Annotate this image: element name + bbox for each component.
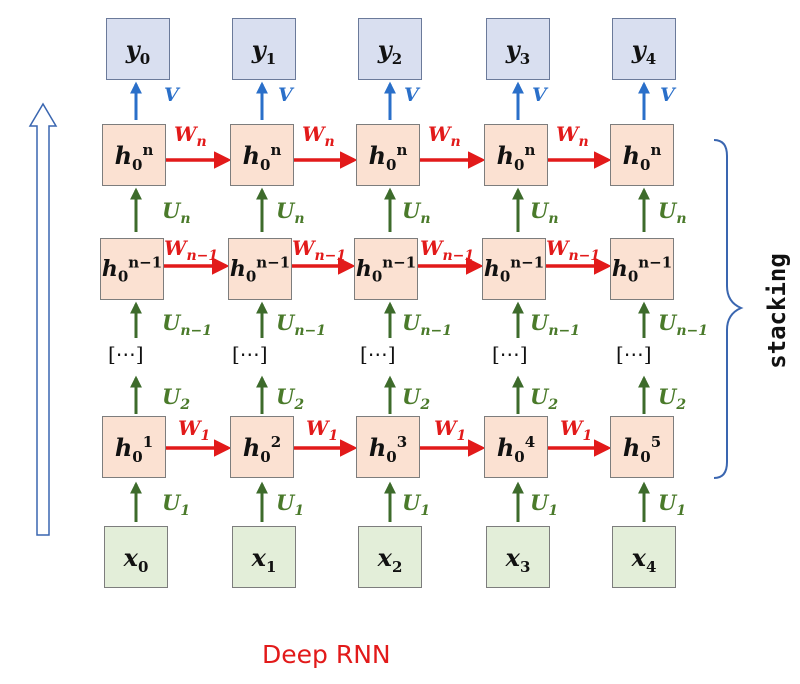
input-weight-label: U2 bbox=[658, 384, 687, 414]
input-box-x1: x1 bbox=[232, 526, 296, 588]
ellipsis-layer: [⋯] bbox=[360, 342, 396, 366]
input-weight-label: Un bbox=[530, 198, 559, 228]
input-weight-label: U1 bbox=[276, 490, 305, 520]
input-weight-label: Un bbox=[402, 198, 431, 228]
input-weight-label: U2 bbox=[162, 384, 191, 414]
input-weight-label: U1 bbox=[658, 490, 687, 520]
input-weight-label: U1 bbox=[402, 490, 431, 520]
recurrent-weight-label: Wn bbox=[302, 122, 335, 150]
hidden-box-layer-1: h02 bbox=[230, 416, 294, 478]
input-symbol-x3: x3 bbox=[505, 542, 531, 576]
hidden-box-layer-1: h05 bbox=[610, 416, 674, 478]
hidden-symbol: h0n−1 bbox=[611, 253, 673, 286]
hidden-box-layer-n: h0n bbox=[356, 124, 420, 186]
hidden-symbol: h0n bbox=[622, 140, 662, 174]
input-weight-label: Un−1 bbox=[530, 310, 580, 340]
output-box-y1: y1 bbox=[232, 18, 296, 80]
stacking-brace bbox=[713, 139, 744, 479]
recurrent-weight-label: Wn−1 bbox=[292, 236, 347, 264]
input-weight-label: U2 bbox=[530, 384, 559, 414]
recurrent-weight-label: Wn−1 bbox=[420, 236, 475, 264]
output-weight-label: V bbox=[660, 84, 675, 106]
input-box-x3: x3 bbox=[486, 526, 550, 588]
recurrent-weight-label: Wn bbox=[174, 122, 207, 150]
input-weight-label: U2 bbox=[276, 384, 305, 414]
output-symbol-y4: y4 bbox=[631, 34, 657, 68]
output-weight-label: V bbox=[532, 84, 547, 106]
input-weight-label: U1 bbox=[530, 490, 559, 520]
hidden-symbol: h01 bbox=[114, 432, 154, 466]
input-weight-label: U1 bbox=[162, 490, 191, 520]
hidden-box-layer-1: h03 bbox=[356, 416, 420, 478]
ellipsis-layer: [⋯] bbox=[232, 342, 268, 366]
hidden-symbol: h03 bbox=[368, 432, 408, 466]
output-box-y4: y4 bbox=[612, 18, 676, 80]
input-weight-label: Un−1 bbox=[402, 310, 452, 340]
recurrent-weight-label: W1 bbox=[306, 416, 339, 444]
input-weight-label: Un bbox=[658, 198, 687, 228]
hidden-symbol: h0n bbox=[114, 140, 154, 174]
hidden-symbol: h0n−1 bbox=[355, 253, 417, 286]
recurrent-weight-label: Wn bbox=[556, 122, 589, 150]
output-weight-label: V bbox=[278, 84, 293, 106]
output-symbol-y2: y2 bbox=[377, 34, 403, 68]
hidden-box-layer-n: h0n bbox=[230, 124, 294, 186]
recurrent-weight-label: Wn bbox=[428, 122, 461, 150]
hidden-box-layer-n-minus-1: h0n−1 bbox=[482, 238, 546, 300]
ellipsis-layer: [⋯] bbox=[616, 342, 652, 366]
recurrent-weight-label: Wn−1 bbox=[164, 236, 219, 264]
recurrent-weight-label: W1 bbox=[560, 416, 593, 444]
stacking-label: stacking bbox=[763, 253, 791, 369]
hidden-box-layer-1: h01 bbox=[102, 416, 166, 478]
hidden-symbol: h02 bbox=[242, 432, 282, 466]
hidden-box-layer-n-minus-1: h0n−1 bbox=[228, 238, 292, 300]
input-box-x2: x2 bbox=[358, 526, 422, 588]
hidden-symbol: h05 bbox=[622, 432, 662, 466]
recurrent-weight-label: W1 bbox=[434, 416, 467, 444]
input-symbol-x2: x2 bbox=[377, 542, 403, 576]
hidden-box-layer-1: h04 bbox=[484, 416, 548, 478]
hidden-symbol: h0n bbox=[496, 140, 536, 174]
input-weight-label: Un bbox=[162, 198, 191, 228]
ellipsis-layer: [⋯] bbox=[492, 342, 528, 366]
ellipsis-layer: [⋯] bbox=[108, 342, 144, 366]
input-weight-label: Un−1 bbox=[162, 310, 212, 340]
hidden-symbol: h0n−1 bbox=[229, 253, 291, 286]
input-weight-label: Un−1 bbox=[276, 310, 326, 340]
output-box-y3: y3 bbox=[486, 18, 550, 80]
hidden-box-layer-n-minus-1: h0n−1 bbox=[354, 238, 418, 300]
diagram-caption: Deep RNN bbox=[262, 640, 391, 669]
hidden-symbol: h0n bbox=[242, 140, 282, 174]
recurrent-weight-label: Wn−1 bbox=[546, 236, 601, 264]
input-weight-label: Un bbox=[276, 198, 305, 228]
depth-direction-arrow bbox=[28, 102, 58, 536]
input-symbol-x1: x1 bbox=[251, 542, 277, 576]
output-box-y0: y0 bbox=[106, 18, 170, 80]
hidden-box-layer-n: h0n bbox=[102, 124, 166, 186]
output-box-y2: y2 bbox=[358, 18, 422, 80]
input-weight-label: U2 bbox=[402, 384, 431, 414]
output-symbol-y0: y0 bbox=[125, 34, 151, 68]
hidden-symbol: h0n−1 bbox=[101, 253, 163, 286]
hidden-symbol: h0n bbox=[368, 140, 408, 174]
output-weight-label: V bbox=[164, 84, 179, 106]
hidden-symbol: h0n−1 bbox=[483, 253, 545, 286]
recurrent-weight-label: W1 bbox=[178, 416, 211, 444]
input-box-x4: x4 bbox=[612, 526, 676, 588]
hidden-box-layer-n: h0n bbox=[610, 124, 674, 186]
hidden-box-layer-n-minus-1: h0n−1 bbox=[100, 238, 164, 300]
input-box-x0: x0 bbox=[104, 526, 168, 588]
output-symbol-y3: y3 bbox=[505, 34, 531, 68]
input-weight-label: Un−1 bbox=[658, 310, 708, 340]
output-weight-label: V bbox=[404, 84, 419, 106]
hidden-symbol: h04 bbox=[496, 432, 536, 466]
input-symbol-x0: x0 bbox=[123, 542, 149, 576]
hidden-box-layer-n-minus-1: h0n−1 bbox=[610, 238, 674, 300]
output-symbol-y1: y1 bbox=[251, 34, 277, 68]
input-symbol-x4: x4 bbox=[631, 542, 657, 576]
hidden-box-layer-n: h0n bbox=[484, 124, 548, 186]
